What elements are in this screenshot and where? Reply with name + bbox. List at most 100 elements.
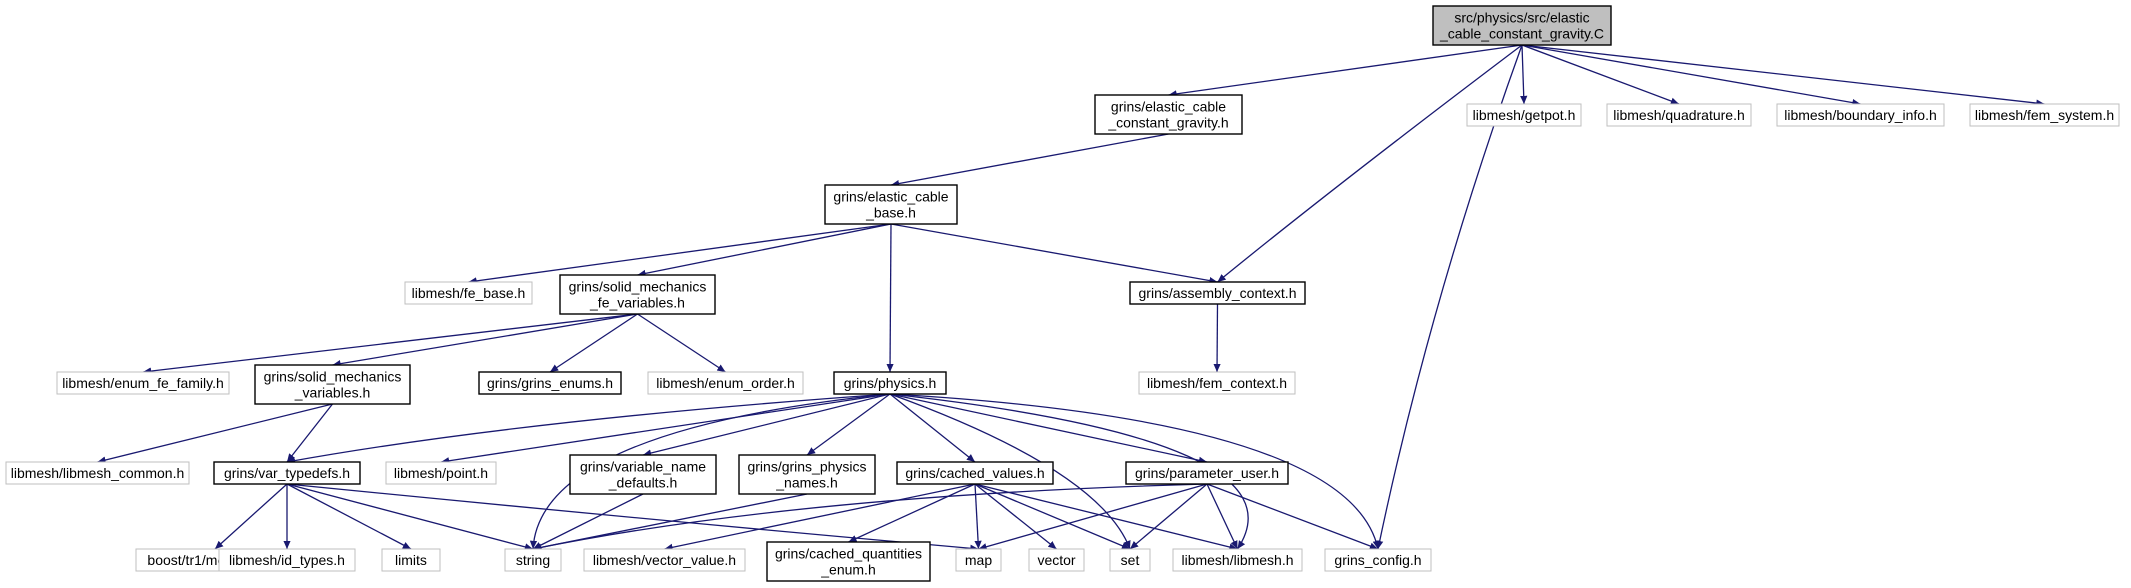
node-box xyxy=(1324,548,1432,572)
edge-physics-to-set xyxy=(889,393,1131,550)
edge-parameter-user-to-string xyxy=(532,483,1208,551)
node-grins-enums[interactable]: grins/grins_enums.h xyxy=(478,371,622,395)
node-vector: vector xyxy=(1028,548,1085,572)
node-point: libmesh/point.h xyxy=(385,461,497,485)
node-box xyxy=(5,461,190,485)
edge-root-to-assembly-context xyxy=(1217,44,1523,283)
edge-physics-to-point xyxy=(440,393,891,465)
node-label: grins/parameter_user.h xyxy=(1135,465,1279,481)
node-label: libmesh/boundary_info.h xyxy=(1784,107,1937,123)
node-label: libmesh/libmesh.h xyxy=(1181,552,1293,568)
node-label: grins/physics.h xyxy=(844,375,937,391)
edge-elastic-cable-base-to-assembly-context xyxy=(890,223,1218,285)
edge-var-typedefs-to-limits xyxy=(286,483,412,550)
edge-cached-values-to-set xyxy=(974,483,1131,550)
node-box xyxy=(1776,103,1945,127)
node-label: grins/elastic_cable_constant_gravity.h xyxy=(1107,99,1228,131)
node-box xyxy=(218,548,356,572)
node-label: set xyxy=(1121,552,1140,568)
node-box xyxy=(766,541,931,582)
node-elastic-cable-constant-gravity-h[interactable]: grins/elastic_cable_constant_gravity.h xyxy=(1094,94,1243,135)
node-box xyxy=(1432,5,1612,46)
node-box xyxy=(955,548,1002,572)
node-box xyxy=(213,461,361,485)
node-box xyxy=(56,371,230,395)
node-box xyxy=(896,461,1054,485)
edge-root-to-fem-system xyxy=(1521,44,2045,107)
node-box xyxy=(1109,548,1151,572)
node-libmesh-common: libmesh/libmesh_common.h xyxy=(5,461,190,485)
node-root[interactable]: src/physics/src/elastic_cable_constant_g… xyxy=(1432,5,1612,46)
edge-parameter-user-to-map xyxy=(978,483,1208,551)
edge-elastic-cable-base-to-solid-mechanics-fe-variables xyxy=(637,223,892,277)
edge-var-typedefs-to-map xyxy=(286,483,979,552)
edge-cached-values-to-vector xyxy=(974,483,1057,550)
edge-physics-to-grins-config xyxy=(889,393,1380,550)
node-label: grins/variable_name_defaults.h xyxy=(580,459,706,491)
node-label: libmesh/point.h xyxy=(394,465,488,481)
node-assembly-context[interactable]: grins/assembly_context.h xyxy=(1129,281,1306,305)
node-grins-physics-names[interactable]: grins/grins_physics_names.h xyxy=(738,454,876,495)
edge-solid-mechanics-fe-variables-to-enum-order xyxy=(637,313,726,373)
node-elastic-cable-base[interactable]: grins/elastic_cable_base.h xyxy=(824,184,958,225)
edge-physics-to-variable-name-defaults xyxy=(642,393,891,457)
node-box xyxy=(1129,281,1306,305)
node-label: grins/solid_mechanics_variables.h xyxy=(264,369,402,401)
node-cached-quantities-enum[interactable]: grins/cached_quantities_enum.h xyxy=(766,541,931,582)
node-solid-mechanics-fe-variables[interactable]: grins/solid_mechanics_fe_variables.h xyxy=(559,274,716,315)
node-box xyxy=(1125,461,1289,485)
node-physics[interactable]: grins/physics.h xyxy=(833,371,947,395)
node-label: grins/cached_quantities_enum.h xyxy=(775,546,922,578)
edge-solid-mechanics-fe-variables-to-enum-fe-family xyxy=(142,313,638,375)
node-label: grins/var_typedefs.h xyxy=(224,465,350,481)
node-label: libmesh/fem_system.h xyxy=(1975,107,2114,123)
node-box xyxy=(559,274,716,315)
node-box xyxy=(1466,103,1582,127)
node-limits: limits xyxy=(381,548,441,572)
node-box xyxy=(824,184,958,225)
edge-assembly-context-to-fem-context xyxy=(1213,303,1221,373)
edge-solid-mechanics-variables-to-libmesh-common xyxy=(97,403,333,464)
edge-parameter-user-to-grins-config xyxy=(1206,483,1379,550)
node-parameter-user[interactable]: grins/parameter_user.h xyxy=(1125,461,1289,485)
node-label: grins/assembly_context.h xyxy=(1139,285,1297,301)
node-label: libmesh/libmesh_common.h xyxy=(11,465,185,481)
edge-root-to-getpot xyxy=(1520,44,1528,105)
node-box xyxy=(569,454,717,495)
node-variable-name-defaults[interactable]: grins/variable_name_defaults.h xyxy=(569,454,717,495)
edge-root-to-quadrature xyxy=(1521,44,1680,105)
node-label: grins/solid_mechanics_fe_variables.h xyxy=(569,279,707,311)
edge-cached-values-to-cached-quantities-enum xyxy=(848,483,976,543)
node-label: map xyxy=(965,552,992,568)
node-cached-values[interactable]: grins/cached_values.h xyxy=(896,461,1054,485)
node-label: libmesh/enum_order.h xyxy=(656,375,795,391)
edge-physics-to-libmesh xyxy=(889,393,1249,550)
node-label: libmesh/id_types.h xyxy=(229,552,345,568)
edge-root-to-elastic-cable-constant-gravity-h xyxy=(1168,44,1523,98)
edge-solid-mechanics-fe-variables-to-grins-enums xyxy=(549,313,638,373)
node-enum-fe-family: libmesh/enum_fe_family.h xyxy=(56,371,230,395)
edge-solid-mechanics-variables-to-var-typedefs xyxy=(286,403,334,463)
node-grins-config: grins_config.h xyxy=(1324,548,1432,572)
node-box xyxy=(833,371,947,395)
edge-elastic-cable-base-to-fe-base xyxy=(468,223,892,285)
edge-physics-to-grins-physics-names xyxy=(806,393,891,456)
node-quadrature: libmesh/quadrature.h xyxy=(1606,103,1752,127)
node-box xyxy=(404,281,533,305)
edge-solid-mechanics-fe-variables-to-solid-mechanics-variables xyxy=(332,313,638,368)
node-var-typedefs[interactable]: grins/var_typedefs.h xyxy=(213,461,361,485)
node-label: libmesh/fe_base.h xyxy=(412,285,526,301)
node-box xyxy=(1172,548,1303,572)
node-label: grins/elastic_cable_base.h xyxy=(833,189,948,221)
node-set: set xyxy=(1109,548,1151,572)
edge-physics-to-var-typedefs xyxy=(286,393,891,465)
edge-physics-to-string xyxy=(529,393,891,550)
node-box xyxy=(1969,103,2120,127)
node-label: grins/grins_enums.h xyxy=(487,375,613,391)
node-map: map xyxy=(955,548,1002,572)
node-solid-mechanics-variables[interactable]: grins/solid_mechanics_variables.h xyxy=(254,364,411,405)
node-boundary-info: libmesh/boundary_info.h xyxy=(1776,103,1945,127)
edge-variable-name-defaults-to-string xyxy=(532,493,644,550)
edge-elastic-cable-base-to-physics xyxy=(886,223,894,373)
